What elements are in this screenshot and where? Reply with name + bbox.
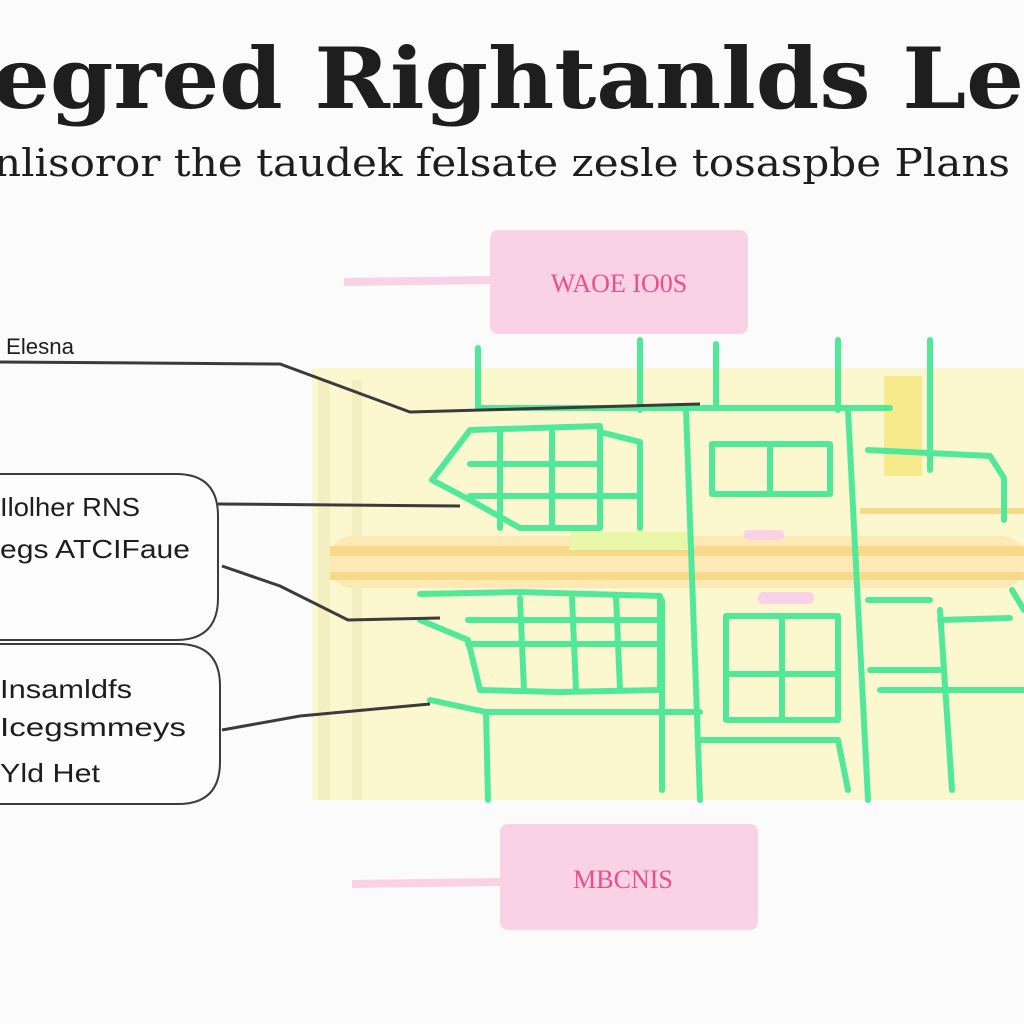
road-line [860,508,1024,514]
top-label-text: WAOE IO0S [551,269,688,298]
callout-2-line-2: egs ATCIFaue [0,534,190,564]
leader-line-1 [0,360,701,414]
page-subtitle: nlisoror the taudek felsate zesle tosasp… [0,141,1010,185]
top-label-connector [343,276,493,286]
leader-line-3 [221,564,441,622]
street [865,447,1007,523]
avenue [845,407,871,803]
leader-line-2 [217,502,461,508]
street [1009,587,1024,613]
leader-line-4 [221,702,431,732]
road-line [330,546,1024,556]
bottom-label-connector [351,878,503,888]
bottom-label-box [500,824,758,930]
subtitle-area: nlisoror the taudek felsate zesle tosasp… [0,138,1024,190]
map-stripe [318,380,330,800]
callout-1-text: Elesna [6,334,75,359]
callout-3-bubble [0,643,221,805]
top-label-box [490,230,748,334]
callout-3-line-1: Insamldfs [0,674,132,704]
callout-2-line-1: Ilolher RNS [0,492,140,522]
bottom-label-text: MBCNIS [573,865,673,894]
leader-lines [0,360,701,732]
map-stripe [352,380,362,800]
map-marker [744,530,784,540]
map-marker [758,592,814,604]
title-svg: egred Rightanlds Le [0,38,1024,128]
block-outline [429,423,603,531]
road-line [330,572,1024,580]
callout-3-line-2: Icegsmmeys [0,712,186,742]
page-title: egred Rightanlds Le [0,38,1024,128]
callout-2-bubble [0,473,219,641]
street [597,429,643,531]
street [937,615,1013,623]
callout-3-line-3: Yld Het [0,758,101,788]
subtitle-svg: nlisoror the taudek felsate zesle tosasp… [0,141,1010,185]
title-area: egred Rightanlds Le [0,38,1024,148]
highlight-segment [570,532,690,550]
road-strip [884,376,922,476]
street [937,607,955,793]
street [483,709,491,803]
avenue [683,407,703,803]
block-outline [417,589,663,695]
street [697,737,851,793]
